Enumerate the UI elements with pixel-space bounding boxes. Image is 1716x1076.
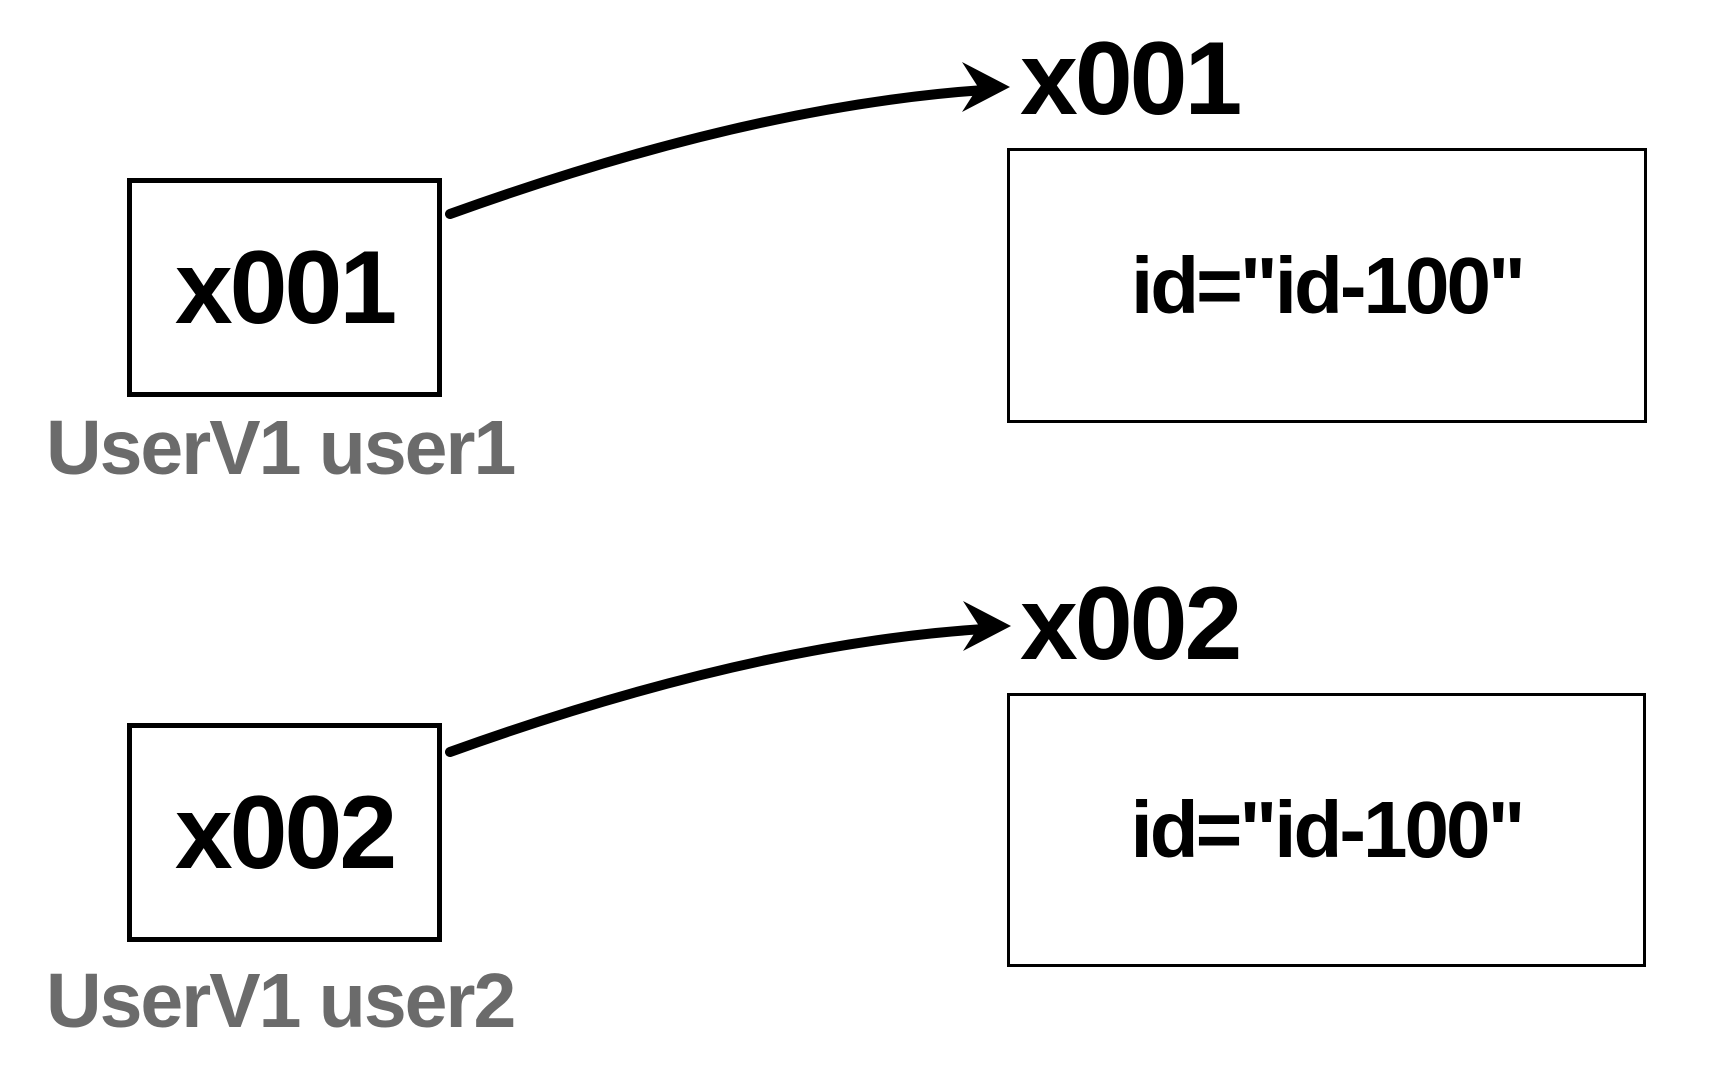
pointer-arrow-2-head-icon <box>963 601 1011 651</box>
variable-box-x002-label: x002 <box>174 774 397 891</box>
object-box-1-id-text: id="id-100" <box>1131 240 1526 330</box>
object-box-2: id="id-100" <box>1007 693 1646 967</box>
variable-caption-user2: UserV1 user2 <box>46 958 516 1044</box>
object-box-2-id-text: id="id-100" <box>1130 785 1526 874</box>
pointer-arrow-1-head-icon <box>962 62 1010 112</box>
variable-box-x001-label: x001 <box>174 229 397 346</box>
variable-box-x001: x001 <box>127 178 442 397</box>
object-box-1: id="id-100" <box>1007 148 1647 423</box>
object-label-x001: x001 <box>1020 21 1242 137</box>
variable-box-x002: x002 <box>127 723 442 942</box>
object-label-x002: x002 <box>1020 566 1242 682</box>
variable-caption-user1: UserV1 user1 <box>46 405 516 491</box>
pointer-arrow-1-shaft <box>445 85 989 219</box>
pointer-arrow-2-shaft <box>445 624 989 757</box>
